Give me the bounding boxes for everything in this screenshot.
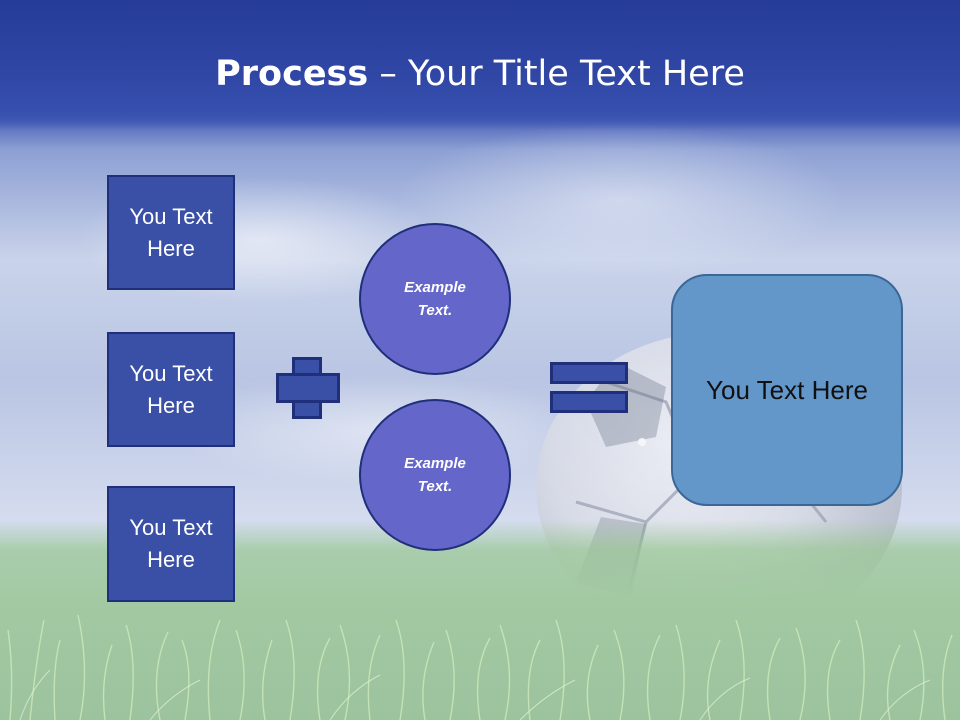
text-box-3-label: You Text Here <box>129 515 213 572</box>
text-box-2-label: You Text Here <box>129 360 213 418</box>
text-box-1[interactable]: You Text Here <box>107 175 235 290</box>
title-bold: Process <box>215 54 369 94</box>
result-box[interactable]: You Text Here <box>671 274 903 506</box>
equals-top-bar <box>550 362 628 384</box>
example-circle-2-label: Example Text. <box>404 455 466 495</box>
text-box-2[interactable]: You Text Here <box>107 332 235 447</box>
example-circle-1[interactable]: Example Text. <box>359 223 511 375</box>
result-box-label: You Text Here <box>706 374 868 405</box>
title-rest: – Your Title Text Here <box>368 54 745 94</box>
example-circle-1-label: Example Text. <box>404 279 466 319</box>
plus-center <box>295 376 319 400</box>
text-box-1-label: You Text Here <box>129 203 213 261</box>
slide-title: Process – Your Title Text Here <box>0 52 960 96</box>
title-band <box>0 0 960 130</box>
text-box-3[interactable]: You Text Here <box>107 486 235 602</box>
equals-bottom-bar <box>550 391 628 413</box>
example-circle-2[interactable]: Example Text. <box>359 399 511 551</box>
